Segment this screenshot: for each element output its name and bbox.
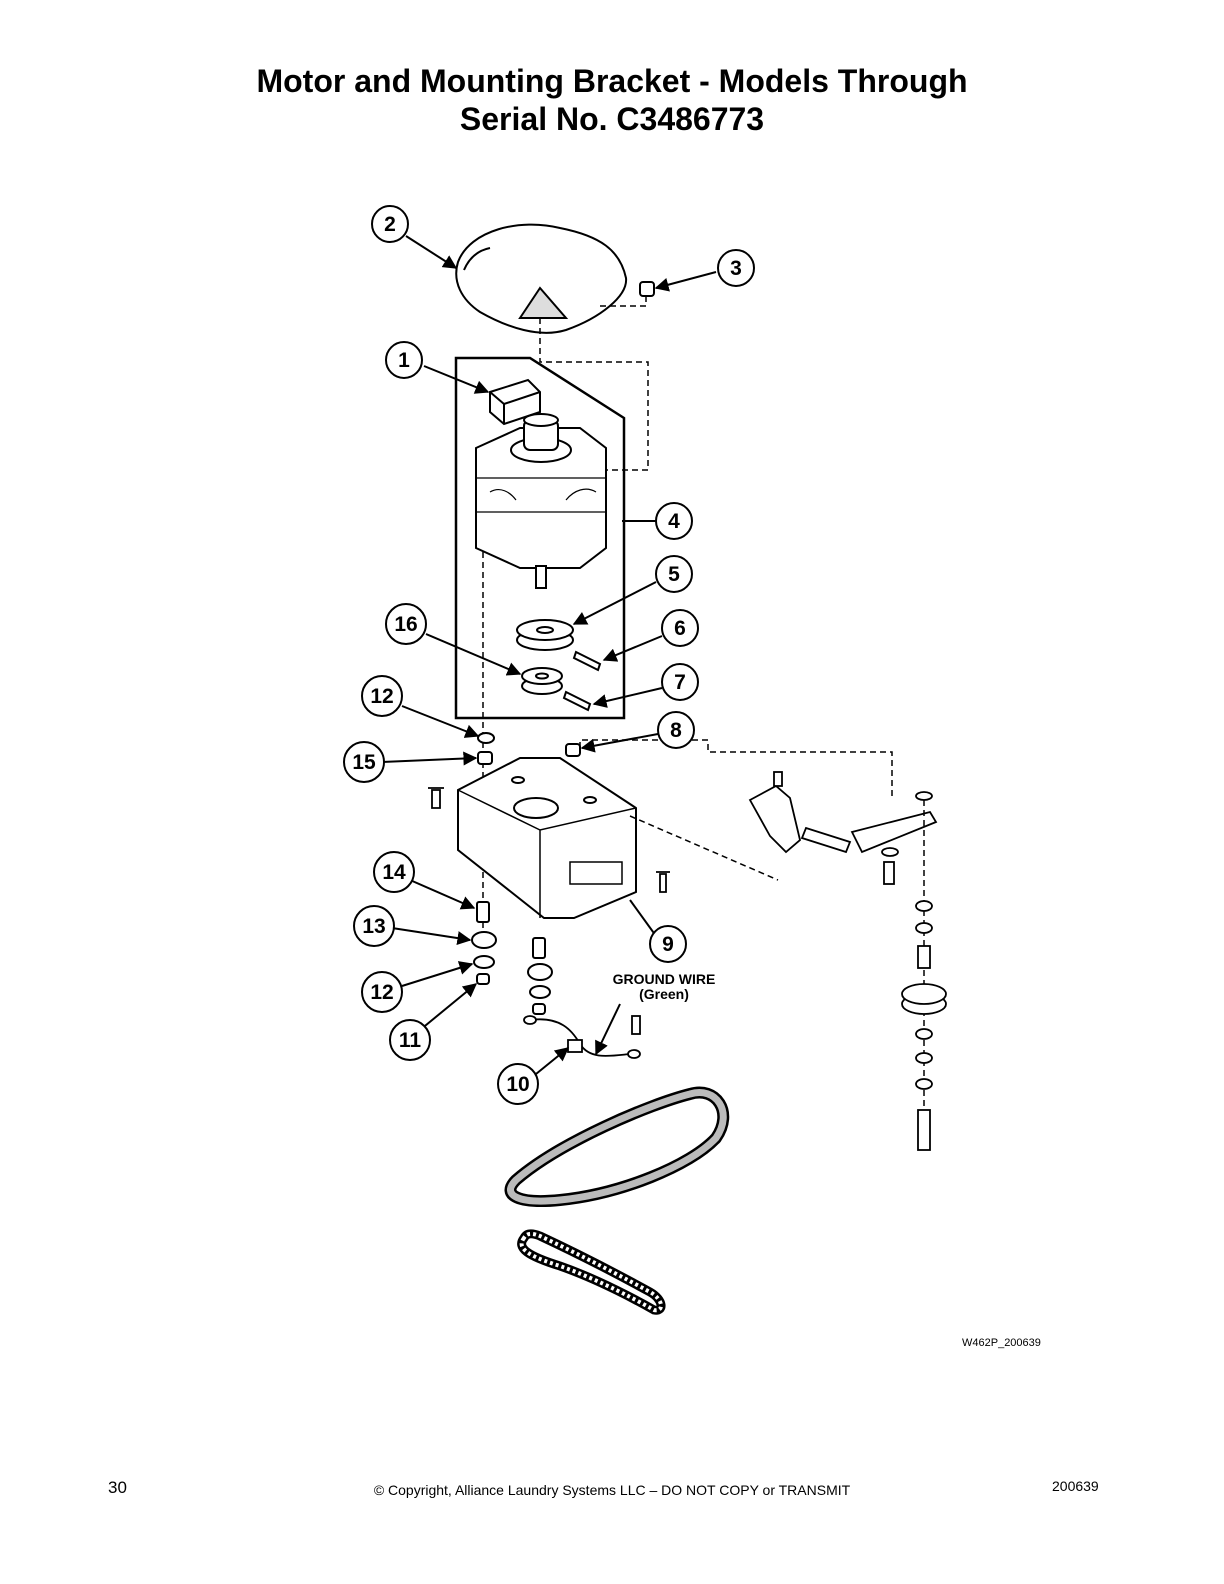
bracket-screw-part (428, 787, 444, 809)
callout-circles (343, 205, 755, 1105)
callout-circle (661, 609, 699, 647)
roll-pin-part (562, 690, 592, 712)
callout-circle (353, 905, 395, 947)
callout-circle (649, 925, 687, 963)
copyright-notice: © Copyright, Alliance Laundry Systems LL… (373, 1482, 851, 1498)
callout-circle (717, 249, 755, 287)
tensioner-assembly (748, 771, 938, 885)
tensioner-dashed-guide (579, 739, 893, 881)
callout-circle (361, 675, 403, 717)
page-title-line-1: Motor and Mounting Bracket - Models Thro… (256, 63, 968, 99)
callout-circle (655, 555, 693, 593)
callout-number: 10 (506, 1073, 529, 1096)
bracket-nut-part (565, 743, 581, 757)
page-title-line-2: Serial No. C3486773 (459, 101, 765, 137)
callout-circle (361, 971, 403, 1013)
callout-number: 4 (668, 510, 680, 533)
callout-number: 15 (352, 751, 376, 774)
isolator-stack (471, 901, 497, 985)
callout-circle (373, 851, 415, 893)
grommet-part (477, 751, 493, 765)
motor-pulley-part (516, 619, 574, 651)
tensioner-stack (901, 900, 947, 1151)
callout-circle (371, 205, 409, 243)
ground-wire-part (523, 1015, 641, 1059)
mounting-bracket-part (457, 757, 637, 919)
callout-circle (661, 663, 699, 701)
ground-wire-color-label: (Green) (639, 986, 689, 1002)
ground-wire-label: GROUND WIRE (613, 971, 716, 987)
drive-belt-part (504, 1086, 730, 1207)
figure-id: W462P_200639 (962, 1337, 1041, 1349)
motor-group-outline (454, 356, 626, 720)
callout-circle (385, 341, 423, 379)
document-number: 200639 (1052, 1478, 1099, 1494)
callout-leaders (381, 235, 717, 1075)
callout-number: 12 (370, 981, 393, 1004)
callout-number: 1 (398, 349, 410, 372)
callout-number: 13 (362, 915, 385, 938)
motor-switch-part (489, 378, 541, 426)
callout-number: 12 (370, 685, 393, 708)
clutch-pulley-part (521, 667, 563, 695)
motor-cover-part (455, 223, 628, 334)
cover-nut-part (639, 281, 655, 297)
page-number: 30 (108, 1478, 127, 1497)
callout-circle (497, 1063, 539, 1105)
callout-number: 16 (394, 613, 417, 636)
callout-number: 7 (674, 671, 686, 694)
cover-dashed-guide (538, 318, 649, 471)
motor-body-part (475, 413, 607, 589)
callout-number: 6 (674, 617, 686, 640)
callout-circle (657, 711, 695, 749)
toothed-belt-part (517, 1229, 666, 1315)
callout-circle (655, 502, 693, 540)
callout-number: 11 (399, 1029, 422, 1052)
callout-circle (343, 741, 385, 783)
callout-number: 5 (668, 563, 680, 586)
isolator-stack (527, 937, 553, 1015)
callout-number: 8 (670, 719, 682, 742)
callout-numbers: 2 3 1 4 5 6 16 7 12 8 15 14 13 12 11 9 1… (352, 213, 742, 1096)
callout-number: 3 (730, 257, 742, 280)
roll-pin-part (572, 650, 602, 672)
callout-number: 2 (384, 213, 396, 236)
callout-circle (385, 603, 427, 645)
washer-part (477, 732, 495, 744)
callout-number: 9 (662, 933, 674, 956)
bracket-screw-part (656, 871, 670, 893)
callout-circle (389, 1019, 431, 1061)
callout-number: 14 (382, 861, 406, 884)
